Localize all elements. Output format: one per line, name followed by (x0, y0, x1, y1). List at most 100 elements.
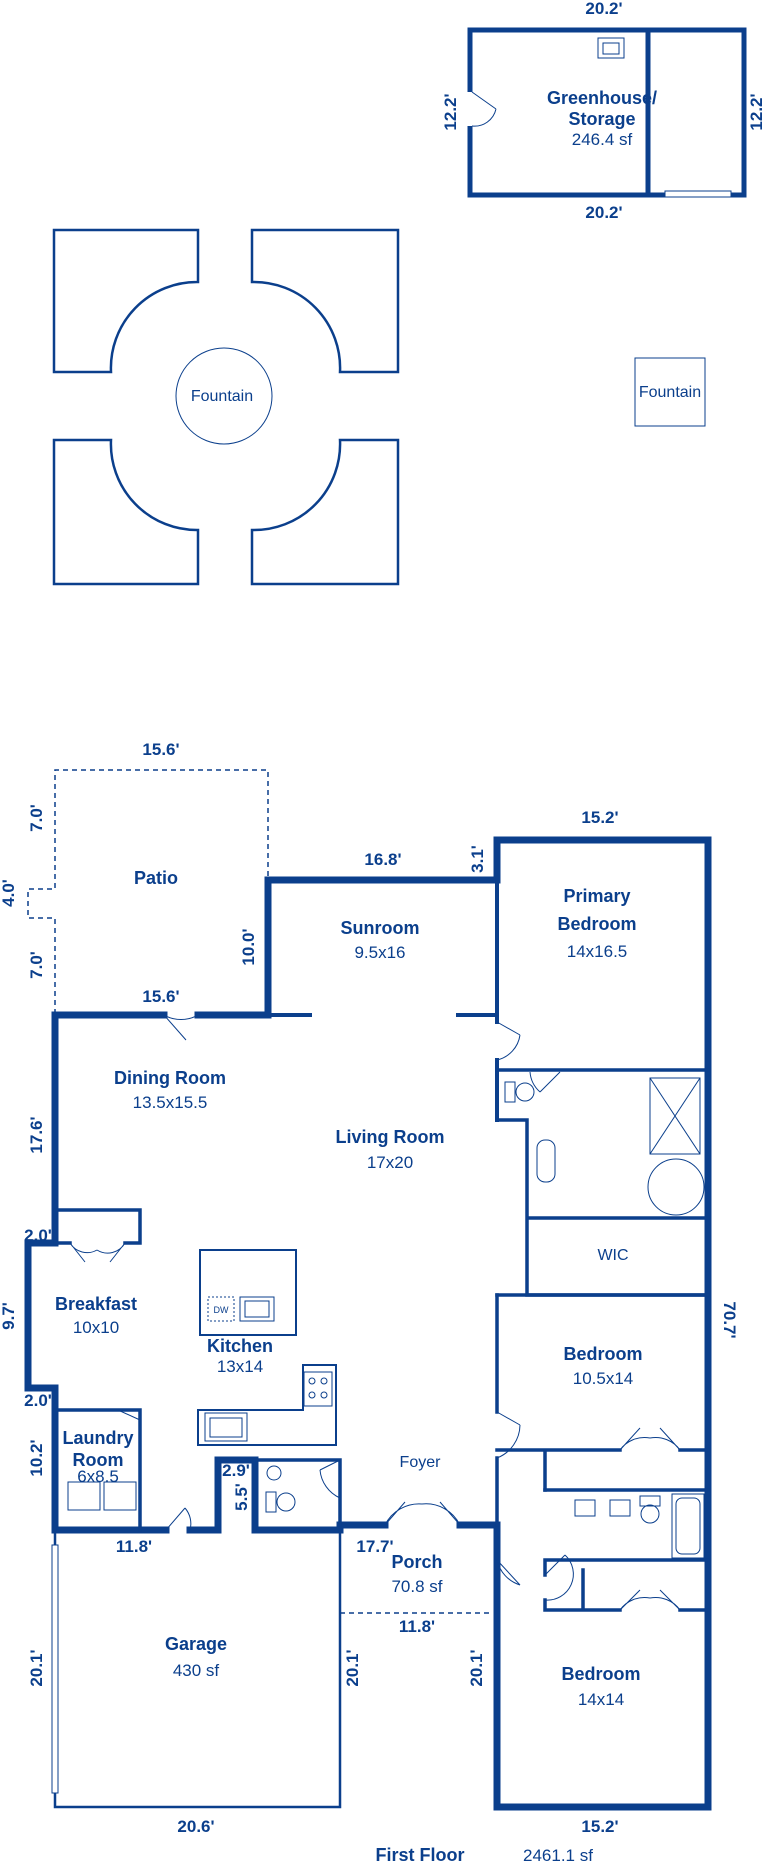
breakfast-name: Breakfast (55, 1294, 137, 1314)
fountain-small: Fountain (634, 357, 706, 427)
primary-bedroom-door-icon (496, 1021, 521, 1061)
garage-dim-left: 20.1' (27, 1649, 46, 1686)
primary-bedroom-name: Primary (563, 886, 630, 906)
bedroom2-closet-door-icon (619, 1589, 681, 1611)
living-room-name: Living Room (336, 1127, 445, 1147)
breakfast-dim-c: 2.0' (24, 1391, 52, 1410)
porch-dim-top: 17.7' (356, 1537, 393, 1556)
pantry-walls (53, 1208, 142, 1245)
foyer-name: Foyer (400, 1454, 442, 1471)
dimensions: 16.8' 3.1' 15.2' 70.7' 17.6' 2.0' 9.7' 2… (0, 808, 739, 1836)
half-bath-sink-icon (266, 1465, 282, 1481)
garage-dim-right: 20.1' (343, 1649, 362, 1686)
dining-room-name: Dining Room (114, 1068, 226, 1088)
sunroom-dim-step: 3.1' (468, 845, 487, 873)
fixtures: DW (67, 1077, 705, 1559)
bedroom1-name: Bedroom (563, 1344, 642, 1364)
laundry-dim-left: 10.2' (27, 1439, 46, 1476)
bedroom2-name: Bedroom (561, 1664, 640, 1684)
patio-dim-left-c: 7.0' (27, 951, 46, 979)
greenhouse-name-2: Storage (568, 109, 635, 129)
fountain-large-label: Fountain (191, 388, 253, 405)
greenhouse-name: Greenhouse/ (547, 88, 657, 108)
greenhouse: Greenhouse/ Storage 246.4 sf 20.2' 20.2'… (441, 0, 766, 222)
planter-top-right (250, 228, 400, 374)
patio-dim-top: 15.6' (142, 740, 179, 759)
laundry-closet-door-icon (117, 1409, 141, 1421)
half-bath-dim-w: 2.9' (222, 1461, 250, 1480)
greenhouse-dim-top: 20.2' (585, 0, 622, 18)
half-bath-toilet-icon (276, 1492, 296, 1512)
pantry-door-icon (69, 1242, 126, 1263)
hall-bath-toilet-icon (640, 1504, 660, 1524)
primary-dim-top: 15.2' (581, 808, 618, 827)
greenhouse-dim-bottom: 20.2' (585, 203, 622, 222)
bedroom1-walls (495, 1293, 710, 1527)
patio: Patio 15.6' 15.6' 7.0' 4.0' 7.0' 10.0' (0, 740, 269, 1014)
shower-icon (649, 1077, 701, 1155)
porch-dim-bottom: 11.8' (399, 1617, 435, 1636)
house-walls (24, 836, 712, 1811)
garage-area: 430 sf (173, 1661, 220, 1680)
dining-patio-door-icon (163, 1014, 199, 1041)
doors (69, 1014, 681, 1611)
garage-name: Garage (165, 1634, 227, 1654)
bedroom1-door-icon (496, 1411, 521, 1459)
kitchen-island (199, 1249, 297, 1336)
porch-name: Porch (391, 1552, 442, 1572)
laundry-door-icon (165, 1507, 192, 1531)
planter-top-left (52, 228, 200, 374)
stove-icon (303, 1371, 333, 1407)
bedroom2-size: 14x14 (578, 1690, 624, 1709)
hall-bath-walls (543, 1488, 710, 1612)
bedroom2-door-icon (496, 1559, 521, 1586)
sunroom-dim-top: 16.8' (364, 850, 401, 869)
living-room-size: 17x20 (367, 1153, 413, 1172)
front-door-icon (384, 1501, 461, 1526)
garage-door (51, 1544, 59, 1794)
patio-outline (27, 769, 269, 1014)
laundry-walls (53, 1408, 142, 1532)
fountain-large (175, 347, 273, 445)
laundry-name-2: Room (73, 1450, 124, 1470)
greenhouse-area: 246.4 sf (572, 130, 633, 149)
primary-bath-walls (495, 1068, 710, 1297)
greenhouse-door-icon (471, 91, 497, 127)
sunroom-name: Sunroom (341, 918, 420, 938)
bedroom2-dim-bottom: 15.2' (581, 1817, 618, 1836)
patio-dim-left-a: 7.0' (27, 804, 46, 832)
floor-area: 2461.1 sf (523, 1846, 593, 1865)
breakfast-size: 10x10 (73, 1318, 119, 1337)
garage-dim-bottom: 20.6' (177, 1817, 214, 1836)
hall-bath-sink-1-icon (574, 1499, 596, 1517)
patio-dim-bottom: 15.6' (142, 987, 179, 1006)
kitchen-size: 13x14 (217, 1357, 263, 1376)
wic-name: WIC (597, 1247, 628, 1264)
hall-bath-tub-icon (671, 1493, 705, 1559)
primary-bedroom-name-2: Bedroom (557, 914, 636, 934)
kitchen-sink-icon (239, 1296, 275, 1322)
planter-bottom-left (52, 438, 200, 586)
dishwasher-label: DW (214, 1305, 229, 1315)
breakfast-dim-b: 9.7' (0, 1302, 18, 1330)
kitchen-name: Kitchen (207, 1336, 273, 1356)
patio-dim-right: 10.0' (239, 928, 258, 965)
hall-bath-sink-2-icon (609, 1499, 631, 1517)
primary-bedroom-size: 14x16.5 (567, 942, 628, 961)
laundry-size: 6x8.5 (77, 1467, 119, 1486)
garage-dim-top: 11.8' (116, 1537, 152, 1556)
toilet-icon (515, 1082, 535, 1102)
kitchen-counter (197, 1364, 337, 1446)
bedroom2-dim-left: 20.1' (467, 1649, 486, 1686)
kitchen-sink-2-icon (204, 1412, 248, 1442)
sunroom-walls (264, 836, 712, 1811)
room-labels: Sunroom 9.5x16 Primary Bedroom 14x16.5 D… (55, 886, 643, 1709)
sunroom-size: 9.5x16 (354, 943, 405, 962)
porch-area: 70.8 sf (391, 1577, 442, 1596)
right-wall-dim: 70.7' (720, 1301, 739, 1338)
soaking-tub-icon (536, 1139, 556, 1183)
fountain-small-label: Fountain (639, 384, 701, 401)
bedroom1-closet-door-icon (619, 1427, 681, 1451)
planter-bottom-right (250, 438, 400, 586)
